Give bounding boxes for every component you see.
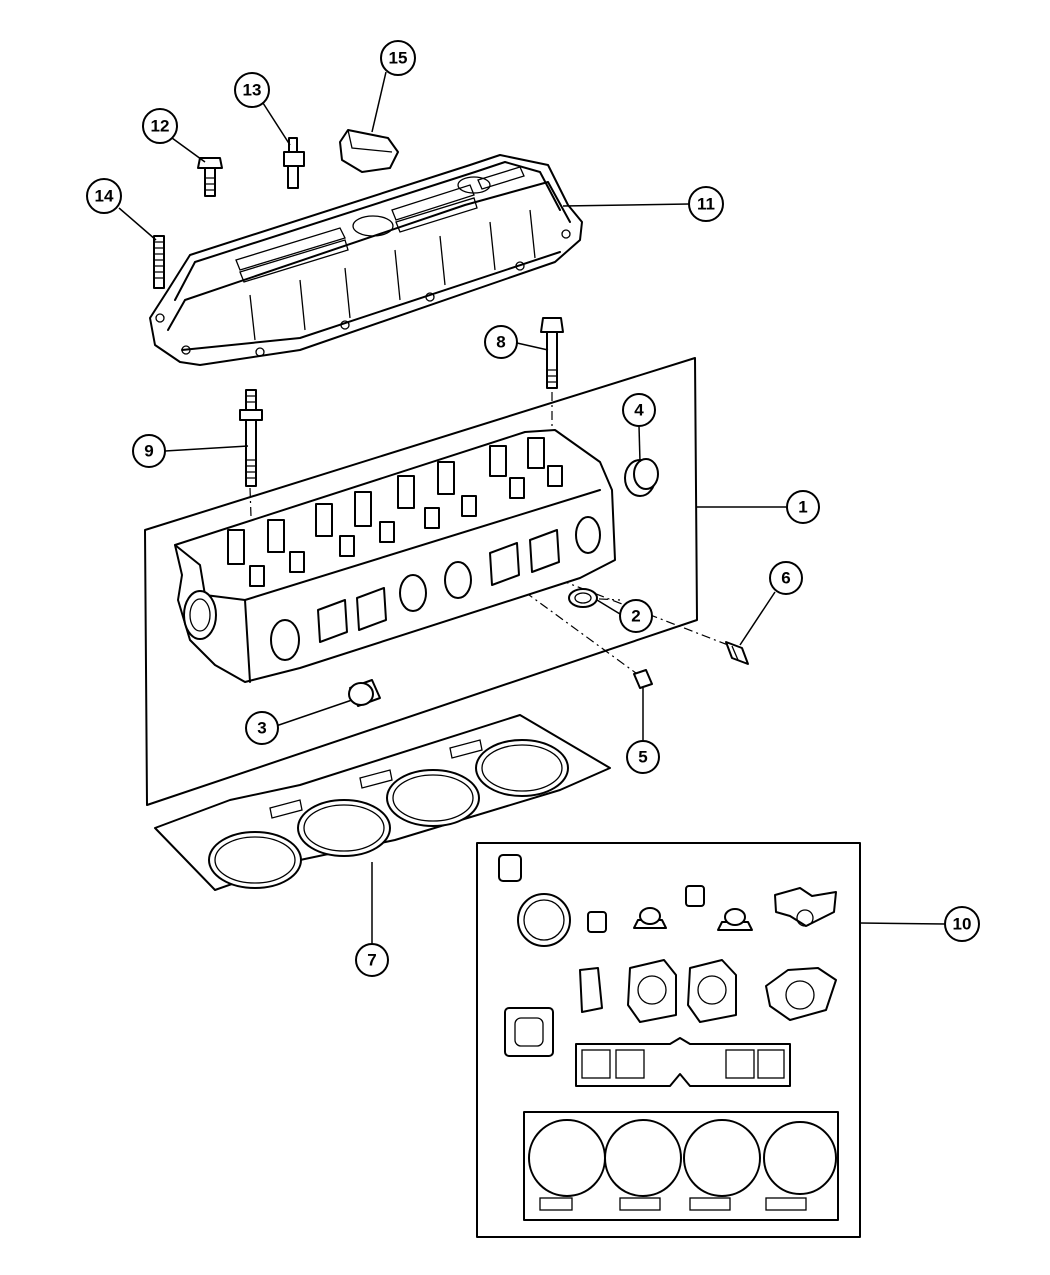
callout-5-label: 5 [638,748,647,767]
callout-8-label: 8 [496,333,505,352]
callout-6: 6 [769,561,803,595]
callout-5: 5 [626,740,660,774]
pcv-valve [283,137,305,189]
exhaust-seal [568,588,598,608]
callout-12: 12 [142,108,178,144]
core-plug-sleeve [348,679,381,707]
callout-11-label: 11 [697,195,715,214]
valve-cover-bolt [197,157,223,197]
valve-cover-stud [153,235,165,289]
leader-lines [118,71,946,944]
alignment-line [524,591,641,677]
cylinder-head-stud [239,389,263,487]
valve-cover [149,154,583,366]
callout-12-label: 12 [151,117,170,136]
callout-8: 8 [484,325,518,359]
plug-fitting [725,641,749,665]
callout-15: 15 [380,40,416,76]
callout-2-label: 2 [631,607,640,626]
callout-9-label: 9 [144,442,153,461]
callout-15-label: 15 [389,49,408,68]
callout-7: 7 [355,943,389,977]
callout-1-label: 1 [798,498,807,517]
callout-7-label: 7 [367,951,376,970]
cylinder-head-bolt [540,317,564,389]
callout-14: 14 [86,178,122,214]
callout-1: 1 [786,490,820,524]
oil-filler-cap [339,129,399,173]
callout-6-label: 6 [781,569,790,588]
callout-14-label: 14 [95,187,114,206]
cylinder-head [174,429,616,683]
callout-10: 10 [944,906,980,942]
assembly-panel-frame [144,357,698,806]
callout-11: 11 [688,186,724,222]
cylinder-head-gasket [154,714,611,891]
callout-10-label: 10 [953,915,972,934]
callout-9: 9 [132,434,166,468]
dowel-pin [633,669,653,689]
callout-3-label: 3 [257,719,266,738]
callout-13-label: 13 [243,81,262,100]
callout-4-label: 4 [634,401,644,420]
callout-3: 3 [245,711,279,745]
gasket-kit-box [476,842,861,1238]
expansion-plug [624,458,659,497]
callout-2: 2 [619,599,653,633]
gasket-kit-contents [498,854,839,1221]
callout-13: 13 [234,72,270,108]
callout-4: 4 [622,393,656,427]
